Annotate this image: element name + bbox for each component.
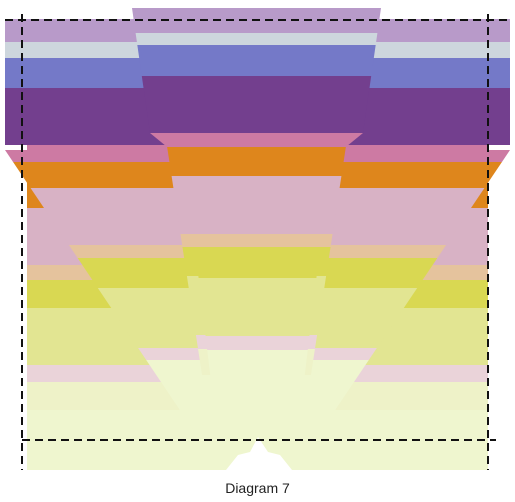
inner-band-blue	[137, 45, 376, 76]
diagram-caption: Diagram 7	[225, 480, 290, 496]
center-band-pale_pink	[205, 336, 310, 350]
center-band-light_yellow	[198, 278, 317, 336]
bottom-notch	[27, 437, 488, 470]
dashed-guide-lines	[5, 14, 512, 470]
layered-diagram	[5, 8, 512, 470]
center-band-pale_cream	[207, 350, 308, 440]
inner-band-light_gray	[135, 33, 378, 45]
inner-band-purple	[141, 76, 372, 133]
inner-band-pink	[150, 133, 363, 147]
center-band-yellow	[195, 248, 320, 278]
inner-band-dusty_pink	[171, 176, 342, 234]
inner-layer-bands	[132, 8, 381, 440]
inner-band-peach	[180, 234, 333, 247]
inner-band-orange	[167, 147, 346, 176]
notch-cutout	[226, 437, 292, 470]
